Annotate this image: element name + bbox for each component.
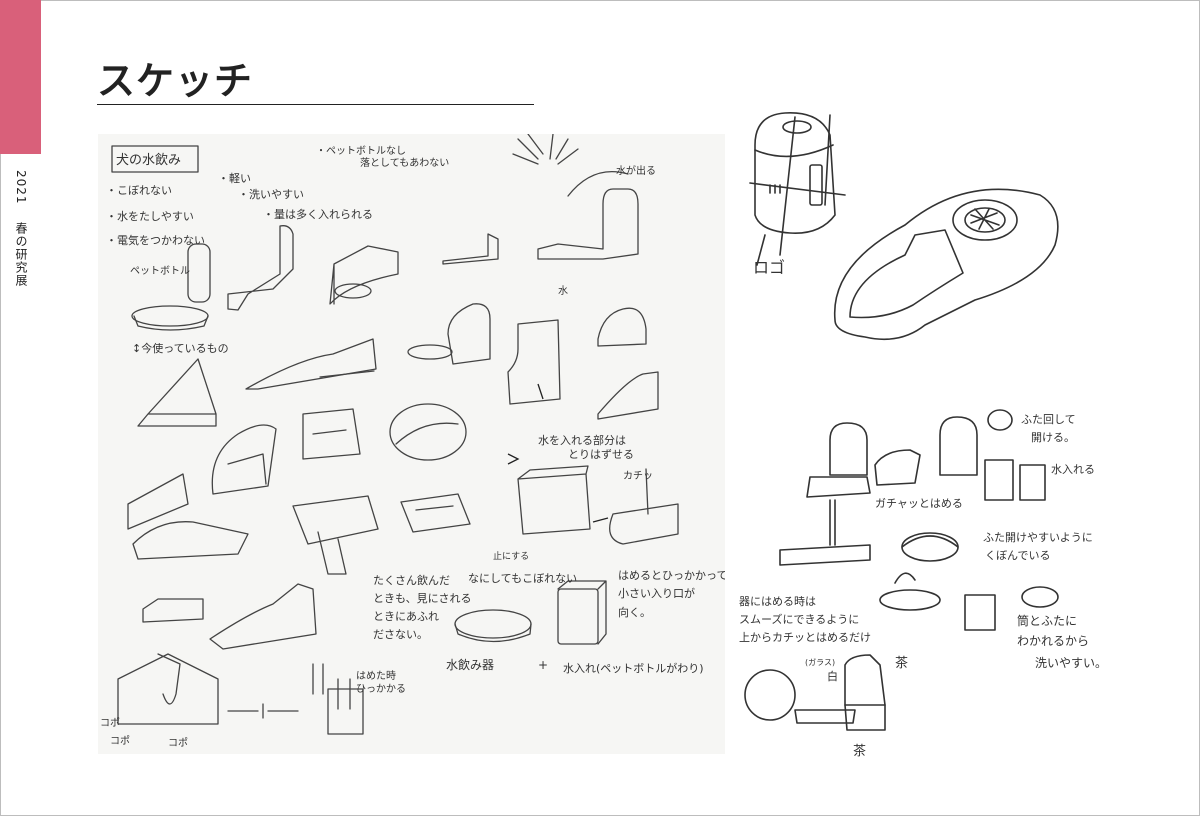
note-req-1: ・こぼれない [106,184,172,197]
note-bowl: 水飲み器 [446,657,494,672]
note-color-top: 茶 [895,655,908,671]
page-title: スケッチ [97,59,254,103]
note-req-3: ・洗いやすい [238,188,304,201]
note-wash-2: わかれるから [1017,634,1089,648]
note-req-2: ・軽い [218,172,251,185]
note-water: 水 [558,285,568,297]
note-fit-time-2: ひっかかる [356,683,406,695]
note-wash-1: 筒とふたに [1017,613,1077,628]
note-lid-indent-2: くぼんでいる [985,549,1050,562]
note-much-3: ときにあふれ [373,610,439,623]
heading-box [111,145,199,173]
note-fit-time-1: はめた時 [356,670,396,682]
note-click: カチッ [623,470,653,482]
note-pet-bottle: ペットボトル [130,265,190,277]
side-caption: 2021 春の研究展 [6,170,30,287]
note-req-4: ・水をたしやすい [106,210,194,223]
note-stopper: 止にする [493,550,529,562]
note-wash-3: 洗いやすい。 [1035,656,1107,670]
note-water-part-1: 水を入れる部分は [538,433,626,447]
note-much-1: たくさん飲んだ [373,573,450,587]
title-underline [97,104,534,105]
note-much-2: ときも、見にされる [373,592,471,605]
note-water-part-2: とりはずせる [568,448,634,461]
note-splash-2: コポ [110,735,130,747]
sketch-drawings-left: 犬の水飲み ・こぼれない ・軽い ・洗いやすい ・水をたしやすい ・電気をつかわ… [100,134,725,749]
note-glass: (ガラス) [805,657,835,667]
note-req-5: ・電気をつかわない [106,233,205,247]
note-fit-3: 向く。 [618,605,651,619]
note-top-1: ・ペットボトルなし [316,145,406,157]
sketch-sheet-right: ロゴ ふた回して 開ける。 水入れる ガチャッとはめる ふた開けやすいように く… [735,105,1125,785]
note-lid-2: 開ける。 [1031,431,1075,444]
note-color-bottom: 茶 [853,743,866,759]
sketch-drawings-right: ロゴ ふた回して 開ける。 水入れる ガチャッとはめる ふた開けやすいように く… [739,112,1107,759]
sketch-sheet-left: 犬の水飲み ・こぼれない ・軽い ・洗いやすい ・水をたしやすい ・電気をつかわ… [98,134,725,754]
note-smooth-1: 器にはめる時は [739,595,816,608]
note-logo: ロゴ [753,258,785,277]
note-req-6: ・量は多く入れられる [263,207,373,221]
side-caption-event: 春の研究展 [14,222,28,288]
note-splash-1: コポ [100,717,120,729]
note-no-spill: なにしてもこぼれない [468,572,577,585]
note-fit-1: はめるとひっかかって [618,569,725,582]
note-color-white: 白 [827,669,838,683]
note-snap: ガチャッとはめる [875,497,963,510]
note-fit-2: 小さい入り口が [618,586,695,600]
note-smooth-2: スムーズにできるように [739,612,859,626]
side-caption-year: 2021 [14,170,28,205]
note-container: 水入れ(ペットボトルがわり) [563,661,704,675]
note-water-out: 水が出る [616,164,656,177]
note-lid-indent-1: ふた開けやすいように [983,531,1093,544]
note-smooth-3: 上からカチッとはめるだけ [739,631,871,644]
side-color-tab [0,0,41,154]
note-pour: 水入れる [1051,463,1095,476]
note-heading: 犬の水飲み [116,152,181,168]
note-much-4: ださない。 [373,628,428,641]
note-splash-3: コポ [168,737,188,749]
note-plus: + [538,658,548,672]
note-current-use: ↕今使っているもの [132,341,229,355]
note-top-2: 落としてもあわない [360,157,449,169]
note-lid-1: ふた回して [1021,413,1076,426]
